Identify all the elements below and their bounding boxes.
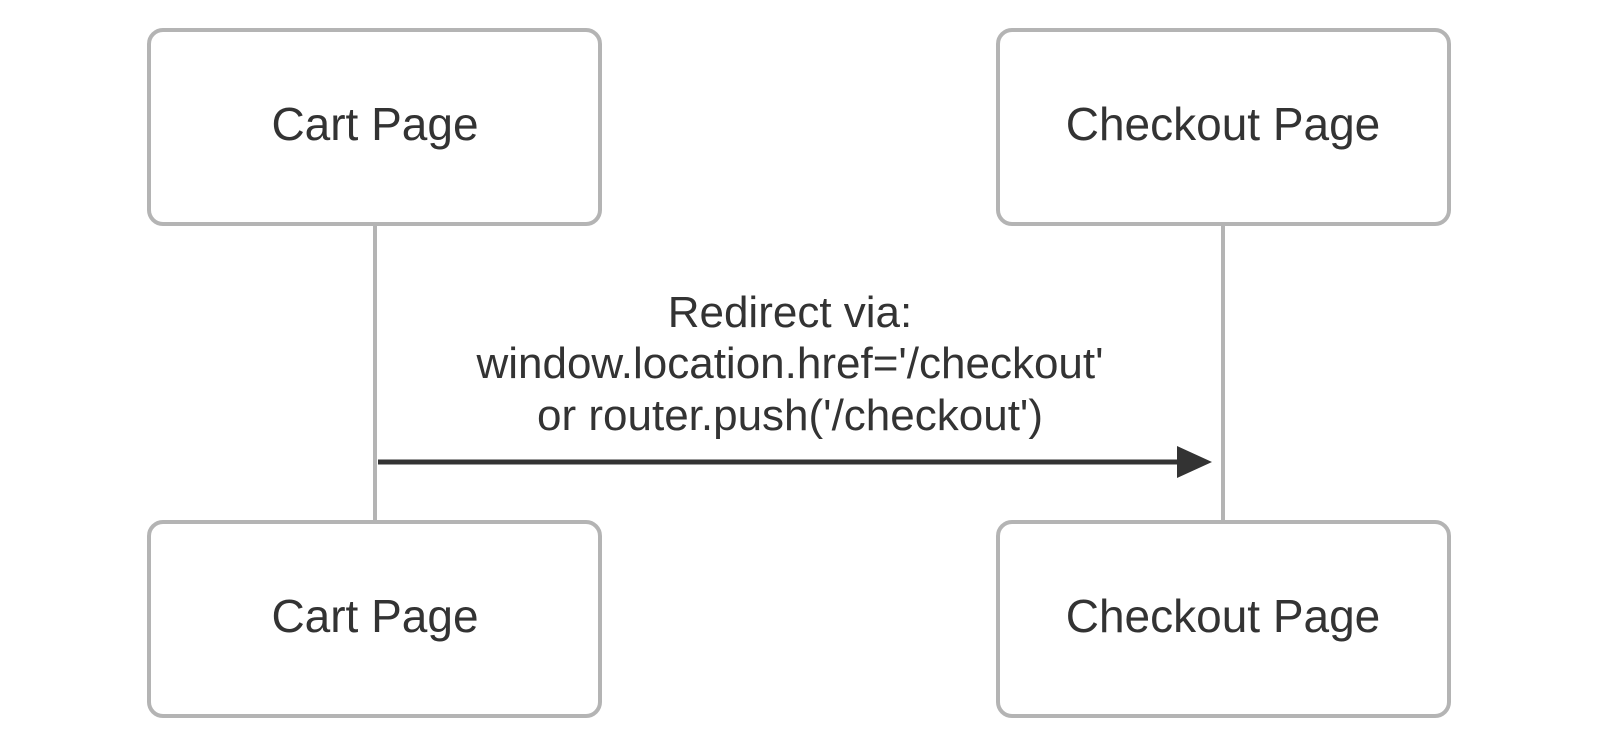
- participant-label: Cart Page: [271, 590, 478, 642]
- participant-label: Cart Page: [271, 98, 478, 150]
- participant-label: Checkout Page: [1066, 590, 1381, 642]
- message-line-3: or router.push('/checkout'): [537, 391, 1043, 440]
- message-redirect: Redirect via: window.location.href='/che…: [378, 288, 1212, 478]
- participant-cart-bottom: Cart Page: [147, 520, 602, 718]
- participant-checkout-bottom: Checkout Page: [996, 520, 1451, 718]
- message-line-2: window.location.href='/checkout': [475, 339, 1103, 388]
- participant-cart-top: Cart Page: [147, 28, 602, 226]
- message-line-1: Redirect via:: [668, 288, 913, 337]
- participant-checkout-top: Checkout Page: [996, 28, 1451, 226]
- participant-label: Checkout Page: [1066, 98, 1381, 150]
- arrowhead-icon: [1177, 446, 1212, 478]
